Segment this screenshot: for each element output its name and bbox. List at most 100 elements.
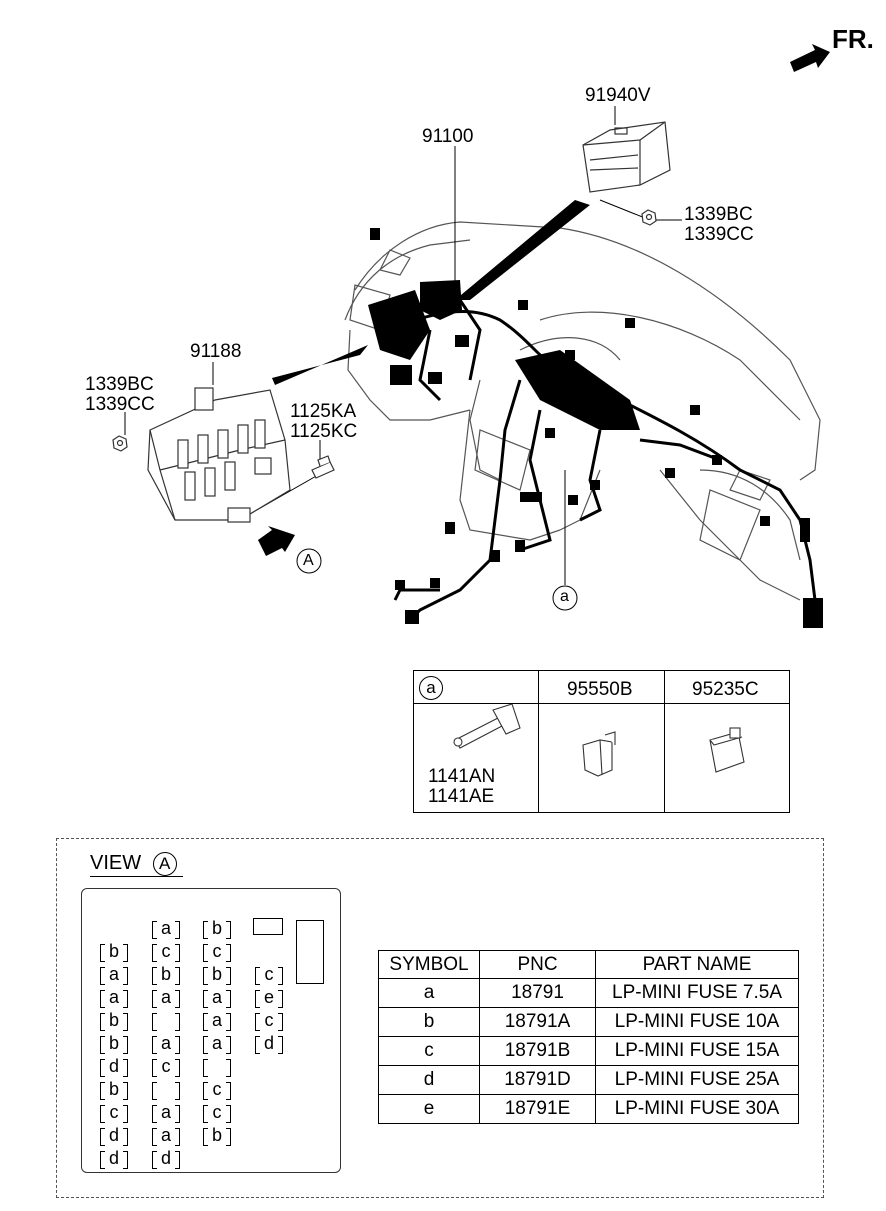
dashboard-outline bbox=[344, 221, 821, 601]
fuse-slot: c bbox=[255, 1011, 283, 1031]
callout-91100: 91100 bbox=[422, 126, 474, 147]
view-title-marker: A bbox=[152, 852, 177, 876]
fuse-symbol-table: SYMBOL PNC PART NAME a 18791 LP-MINI FUS… bbox=[378, 950, 799, 1124]
part-1141AN: 1141AN bbox=[428, 766, 496, 787]
front-arrow-icon bbox=[790, 44, 830, 72]
leader-wedge-91100 bbox=[455, 200, 590, 300]
row-pnc: 18791D bbox=[479, 1065, 596, 1095]
fuse-slot: b bbox=[152, 965, 180, 985]
fuse-slot-empty bbox=[253, 918, 283, 935]
fuse-slot: e bbox=[255, 988, 283, 1008]
screw-clip-drawing bbox=[453, 703, 521, 749]
header-symbol: SYMBOL bbox=[378, 950, 480, 979]
row-symbol: d bbox=[378, 1065, 480, 1095]
fuse-slot bbox=[203, 1057, 231, 1077]
callout-91188: 91188 bbox=[190, 341, 242, 362]
fuse-slot: b bbox=[100, 942, 128, 962]
fuse-box-layout bbox=[81, 888, 341, 1173]
table-row: c 18791B LP-MINI FUSE 15A bbox=[378, 1036, 799, 1066]
relay-95550B-drawing bbox=[582, 731, 616, 777]
view-marker-circle bbox=[296, 548, 322, 574]
table-row: d 18791D LP-MINI FUSE 25A bbox=[378, 1065, 799, 1095]
fuse-slot: b bbox=[203, 1126, 231, 1146]
row-symbol: c bbox=[378, 1036, 480, 1066]
fuse-slot: c bbox=[203, 942, 231, 962]
relay-95235C-drawing bbox=[709, 727, 745, 773]
row-pnc: 18791A bbox=[479, 1007, 596, 1037]
row-part-name: LP-MINI FUSE 30A bbox=[595, 1094, 799, 1124]
fuse-slot: c bbox=[152, 942, 180, 962]
fuse-slot: d bbox=[100, 1126, 128, 1146]
parts-table-symbol: a bbox=[419, 676, 443, 700]
view-arrow-icon bbox=[258, 526, 295, 556]
callout-91940V: 91940V bbox=[585, 85, 651, 106]
fuse-slot: b bbox=[100, 1011, 128, 1031]
view-title: VIEW A bbox=[90, 852, 183, 877]
callout-1125KC: 1125KC bbox=[290, 421, 358, 442]
row-symbol: e bbox=[378, 1094, 480, 1124]
part-1141AE: 1141AE bbox=[428, 786, 495, 807]
row-part-name: LP-MINI FUSE 15A bbox=[595, 1036, 799, 1066]
nut-icon bbox=[112, 209, 657, 452]
fuse-slot: a bbox=[203, 1011, 231, 1031]
callout-1339CC-top: 1339CC bbox=[684, 224, 754, 245]
fuse-slot: a bbox=[152, 919, 180, 939]
callout-1125KA: 1125KA bbox=[290, 401, 357, 422]
fuse-slot: a bbox=[152, 1126, 180, 1146]
module-91940V bbox=[582, 121, 671, 193]
bolt-icon bbox=[311, 455, 335, 479]
row-pnc: 18791 bbox=[479, 978, 596, 1008]
fuse-slot: a bbox=[100, 965, 128, 985]
harness-connectors bbox=[368, 228, 823, 628]
callout-1339BC-top: 1339BC bbox=[684, 204, 753, 225]
row-pnc: 18791B bbox=[479, 1036, 596, 1066]
parts-table-col2-header: 95550B bbox=[567, 679, 633, 700]
row-symbol: a bbox=[378, 978, 480, 1008]
parts-table-divider bbox=[664, 671, 665, 812]
fuse-slot: a bbox=[152, 988, 180, 1008]
detail-marker-label: a bbox=[560, 588, 569, 605]
fuse-slot: c bbox=[203, 1080, 231, 1100]
symbol-table-header: SYMBOL PNC PART NAME bbox=[378, 950, 799, 979]
fuse-slot: b bbox=[203, 965, 231, 985]
table-row: e 18791E LP-MINI FUSE 30A bbox=[378, 1094, 799, 1124]
leader-wedge-91188 bbox=[272, 345, 368, 385]
fuse-slot: b bbox=[100, 1034, 128, 1054]
table-row: a 18791 LP-MINI FUSE 7.5A bbox=[378, 978, 799, 1008]
fuse-slot: d bbox=[100, 1057, 128, 1077]
fuse-slot bbox=[152, 1011, 180, 1031]
header-part-name: PART NAME bbox=[595, 950, 799, 979]
table-row: b 18791A LP-MINI FUSE 10A bbox=[378, 1007, 799, 1037]
fuse-slot: d bbox=[255, 1034, 283, 1054]
detail-marker-circle bbox=[552, 585, 578, 611]
header-pnc: PNC bbox=[479, 950, 596, 979]
fuse-slot: a bbox=[203, 988, 231, 1008]
row-part-name: LP-MINI FUSE 10A bbox=[595, 1007, 799, 1037]
row-part-name: LP-MINI FUSE 7.5A bbox=[595, 978, 799, 1008]
fuse-slot: d bbox=[100, 1149, 128, 1169]
fuse-slot: c bbox=[255, 965, 283, 985]
fuse-slot: d bbox=[152, 1149, 180, 1169]
relay-slot bbox=[296, 920, 324, 984]
parts-table-col3-header: 95235C bbox=[692, 679, 759, 700]
parts-table-divider bbox=[538, 671, 539, 812]
fuse-slot: b bbox=[203, 919, 231, 939]
orientation-label: FR. bbox=[832, 24, 874, 54]
fuse-slot: c bbox=[100, 1103, 128, 1123]
row-pnc: 18791E bbox=[479, 1094, 596, 1124]
view-marker-label: A bbox=[303, 552, 314, 569]
fuse-slot: c bbox=[203, 1103, 231, 1123]
fuse-slot: c bbox=[152, 1057, 180, 1077]
row-part-name: LP-MINI FUSE 25A bbox=[595, 1065, 799, 1095]
callout-1339CC-left: 1339CC bbox=[85, 394, 155, 415]
fuse-slot: a bbox=[100, 988, 128, 1008]
fuse-slot: a bbox=[152, 1103, 180, 1123]
row-symbol: b bbox=[378, 1007, 480, 1037]
fuse-slot: b bbox=[100, 1080, 128, 1100]
parts-table: a 95550B 95235C 1141AN 1141AE bbox=[413, 670, 790, 813]
view-a-panel bbox=[56, 838, 824, 1198]
fuse-slot bbox=[152, 1080, 180, 1100]
wiring-harness bbox=[379, 299, 817, 622]
callout-1339BC-left: 1339BC bbox=[85, 374, 154, 395]
